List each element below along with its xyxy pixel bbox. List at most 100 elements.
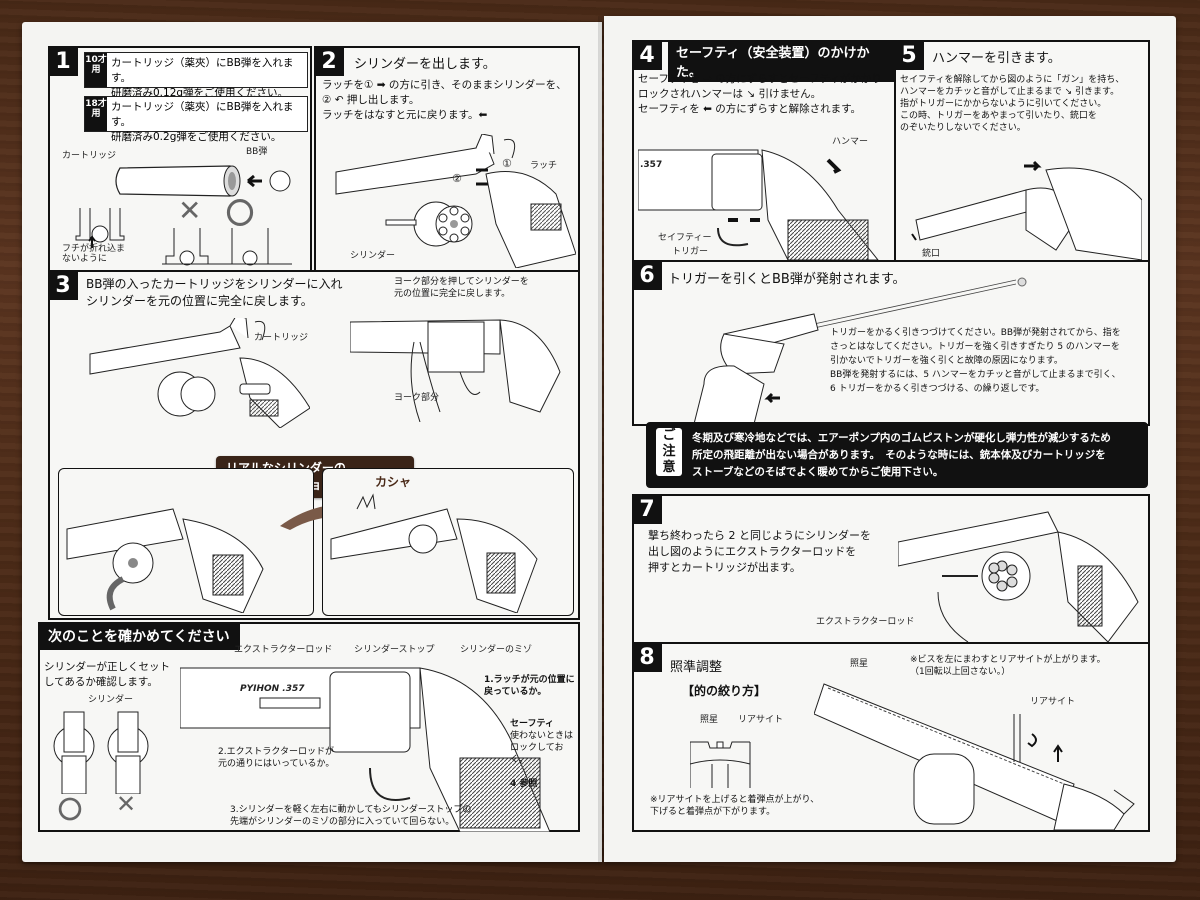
step-number: 7 <box>632 494 662 524</box>
check-point-1: 1.ラッチが元の位置に 戻っているか。 <box>484 675 575 697</box>
safety-label: セーフティ <box>510 719 554 729</box>
safety-note: セーフティ 使わないときは ロックしておく。 4 参照 <box>510 706 578 790</box>
sight-adjust-illustration <box>813 674 1148 831</box>
step-body: セーフティを ➡ の方にずらすとセーフティがかかり ロックされハンマーは ↘ 引… <box>638 73 882 115</box>
age-tag: 10才用 <box>85 53 107 87</box>
variant-18-box: 18才用 カートリッジ（薬夾）にBB弾を入れます。 研磨済み0.2g弾をご使用く… <box>84 96 308 143</box>
rim-note: フチが折れ込ま ないように <box>62 244 126 264</box>
marker-1: ① <box>502 157 512 170</box>
insert-cartridge-illustration <box>80 315 311 429</box>
safety-illustration <box>637 140 894 261</box>
trigger-label: トリガー <box>672 247 709 257</box>
step-3-panel: 3 BB弾の入ったカートリッジをシリンダーに入れ シリンダーを元の位置に完全に戻… <box>48 270 580 620</box>
step-title: BB弾の入ったカートリッジをシリンダーに入れ シリンダーを元の位置に完全に戻しま… <box>86 277 343 308</box>
front-sight-label: 照星 <box>700 715 719 725</box>
cylinder-position-illustration <box>46 706 156 795</box>
check-panel: 次のことを確かめてください シリンダーが正しくセット してあるか確認します。 シ… <box>38 622 580 833</box>
step-2-panel: 2 シリンダーを出します。 ラッチを① ➡ の方に引き、そのままシリンダーを、 … <box>314 46 580 272</box>
extractor-rod-label: エクストラクターロッド <box>234 645 333 655</box>
right-mark: 〇 <box>226 197 255 230</box>
adjust-note: ※リアサイトを上げると着弾点が上がり、 下げると着弾点が下がります。 <box>650 795 820 817</box>
cylinder-label: シリンダー <box>350 251 396 261</box>
check-intro: シリンダーが正しくセット してあるか確認します。 <box>44 661 170 688</box>
swing-before-illustration <box>63 479 307 614</box>
rear-sight-main-label: リアサイト <box>1030 697 1076 707</box>
swing-after-frame: カシャ <box>322 468 574 616</box>
variant-text: カートリッジ（薬夾）にBB弾を入れます。 研磨済み0.2g弾をご使用ください。 <box>111 101 294 143</box>
latch-label: ラッチ <box>530 161 558 171</box>
cylinder-groove-label: シリンダーのミゾ <box>460 645 533 655</box>
manual-right-page: 4 セーフティ（安全装置）のかけかた。 セーフティを ➡ の方にずらすとセーフテ… <box>604 16 1176 862</box>
caliber-marking: .357 <box>640 160 663 170</box>
cocking-hammer-illustration <box>906 160 1143 261</box>
aiming-subtitle: 【的の絞り方】 <box>682 684 767 698</box>
bad-mark: ✕ <box>116 790 137 818</box>
wrong-mark: ✕ <box>178 194 202 227</box>
step-body: セイフティを解除してから図のように「ガン」を持ち、 ハンマーをカチッと音がして止… <box>900 75 1125 133</box>
fit-comparison-illustration <box>162 228 292 266</box>
cartridge-illustration <box>110 156 300 206</box>
step-body: 撃ち終わったら 2 と同じようにシリンダーを 出し図のようにエクストラクターロッ… <box>648 529 871 574</box>
caution-badge: ご 注 意 <box>656 428 682 476</box>
step-number: 8 <box>632 642 662 672</box>
step-title: ハンマーを引きます。 <box>932 51 1061 66</box>
muzzle-label: 銃口 <box>922 249 941 259</box>
step-number: 4 <box>632 40 662 70</box>
check-point-3: 3.シリンダーを軽く左右に動かしてもシリンダーストップの 先端がシリンダーのミゾ… <box>230 805 472 827</box>
step-body: ラッチを① ➡ の方に引き、そのままシリンダーを、 ② ↶ 押し出します。 ラッ… <box>322 79 567 121</box>
marker-2: ② <box>452 172 462 185</box>
variant-10-box: 10才用 カートリッジ（薬夾）にBB弾を入れます。 研磨済み0.12g弾をご使用… <box>84 52 308 99</box>
step-5-panel: 5 ハンマーを引きます。 セイフティを解除してから図のように「ガン」を持ち、 ハ… <box>894 40 1150 262</box>
step-number: 2 <box>314 46 344 76</box>
step-4-panel: 4 セーフティ（安全装置）のかけかた。 セーフティを ➡ の方にずらすとセーフテ… <box>632 40 896 262</box>
yoke-instruction: ヨーク部分を押してシリンダーを 元の位置に完全に戻します。 <box>394 277 529 299</box>
step-number: 1 <box>48 46 78 76</box>
extractor-rod-label: エクストラクターロッド <box>816 617 915 627</box>
step-number: 6 <box>632 260 662 290</box>
step-7-panel: 7 撃ち終わったら 2 と同じようにシリンダーを 出し図のようにエクストラクター… <box>632 494 1150 644</box>
manual-left-page: 1 10才用 カートリッジ（薬夾）にBB弾を入れます。 研磨済み0.12g弾をご… <box>22 22 602 862</box>
caution-box: ご 注 意 冬期及び寒冷地などでは、エアーポンプ内のゴムピストンが硬化し弾力性が… <box>646 422 1148 488</box>
step-title: トリガーを引くとBB弾が発射されます。 <box>668 272 906 287</box>
screw-note: ※ビスを左にまわすとリアサイトが上がります。 （1回転以上回さない。） <box>910 655 1106 677</box>
swing-before-frame <box>58 468 314 616</box>
hammer-label: ハンマー <box>832 137 869 147</box>
cylinder-stop-label: シリンダーストップ <box>354 645 435 655</box>
step-title: シリンダーを出します。 <box>354 57 496 72</box>
bb-label: BB弾 <box>246 147 268 157</box>
step-6-panel: 6 トリガーを引くとBB弾が発射されます。 トリガーをかるく引きつづけてください… <box>632 260 1150 426</box>
cartridge-label: カートリッジ <box>254 333 309 343</box>
step-number: 5 <box>894 40 924 70</box>
step-title: 照準調整 <box>670 660 723 675</box>
step-body: トリガーをかるく引きつづけてください。BB弾が発射されてから、指を さっとはなし… <box>830 328 1121 394</box>
step-title: セーフティ（安全装置）のかけかた。 <box>668 40 894 82</box>
cylinder-label: シリンダー <box>88 695 134 705</box>
check-point-2: 2.エクストラクターロッドが 元の通りにはいっているか。 <box>218 747 335 769</box>
rear-sight-label: リアサイト <box>738 715 784 725</box>
push-yoke-illustration <box>349 312 570 423</box>
check-header: 次のことを確かめてください <box>38 622 240 650</box>
revolver-side-illustration <box>179 658 551 833</box>
step-8-panel: 8 照準調整 【的の絞り方】 照星 リアサイト ※リアサイトを上げると着弾点が上… <box>632 642 1150 832</box>
safety-reference: 4 参照 <box>510 779 538 789</box>
sound-effect-text: カシャ <box>375 475 412 489</box>
firing-illustration <box>664 274 1034 425</box>
cartridge-label: カートリッジ <box>62 151 117 161</box>
good-mark: 〇 <box>58 796 82 824</box>
swing-after-illustration <box>327 489 567 614</box>
step-1-panel: 1 10才用 カートリッジ（薬夾）にBB弾を入れます。 研磨済み0.12g弾をご… <box>48 46 312 272</box>
caution-text: 冬期及び寒冷地などでは、エアーポンプ内のゴムピストンが硬化し弾力性が減少するため… <box>692 432 1111 478</box>
eject-cartridge-illustration <box>897 502 1148 643</box>
variant-text: カートリッジ（薬夾）にBB弾を入れます。 研磨済み0.12g弾をご使用ください。 <box>111 57 294 99</box>
revolver-open-cylinder-illustration <box>326 133 577 269</box>
sight-picture-illustration <box>689 732 760 788</box>
safety-label: セイフティー <box>658 233 712 243</box>
age-tag: 18才用 <box>85 97 107 131</box>
gun-marking: PYIHON .357 <box>240 684 305 694</box>
yoke-label: ヨーク部分 <box>394 393 440 403</box>
front-sight-main-label: 照星 <box>850 659 869 669</box>
book-spine <box>598 16 608 862</box>
step-number: 3 <box>48 270 78 300</box>
rim-illustration <box>70 208 130 248</box>
safety-instruction: 使わないときは ロックしておく。 <box>510 731 574 765</box>
